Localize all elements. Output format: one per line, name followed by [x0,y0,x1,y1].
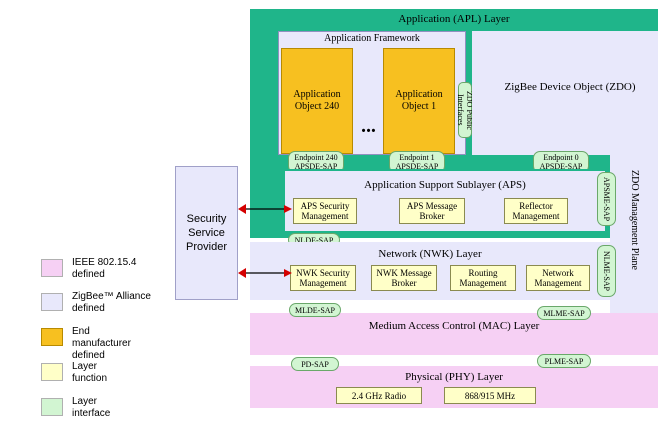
nlde-sap-label: NLDE-SAP [294,235,334,245]
radio-868-915mhz: 868/915 MHz [444,387,536,404]
plme-sap: PLME-SAP [537,354,591,368]
nwk-network-management: Network Management [526,265,590,291]
zdo-management-plane-label: ZDO Management Plane [629,170,640,270]
mlme-sap: MLME-SAP [537,306,591,320]
legend-swatch-layer-interface [41,398,63,416]
application-framework-title: Application Framework [324,33,420,44]
legend-label-end-manufacturer: End manufacturer defined [72,326,131,361]
legend-label-layer-function: Layer function [72,361,108,384]
apl-layer-title: Application (APL) Layer [398,12,510,25]
legend-label-layer-interface: Layer interface [72,396,111,419]
mlme-sap-label: MLME-SAP [543,308,585,318]
radio-2-4ghz: 2.4 GHz Radio [336,387,422,404]
mlde-sap-label: MLDE-SAP [294,305,335,315]
security-service-provider-label: Security Service Provider [186,213,227,253]
endpoint-1-label: Endpoint 1 [399,153,435,162]
pd-sap-label: PD-SAP [301,359,329,369]
nwk-title: Network (NWK) Layer [378,247,482,260]
endpoint-1-apsde-sap: APSDE-SAP [395,162,439,171]
ellipsis: • • • [361,125,376,137]
nlme-sap: NLME-SAP [597,245,616,297]
plme-sap-label: PLME-SAP [544,356,584,366]
security-arrows [238,204,292,278]
legend-label-zigbee: ZigBee™ Alliance defined [72,291,151,314]
endpoint-0-apsde-sap: APSDE-SAP [539,162,583,171]
mlde-sap: MLDE-SAP [289,303,341,317]
legend-swatch-ieee [41,259,63,277]
endpoint-1-sap: Endpoint 1 APSDE-SAP [389,151,445,173]
legend-swatch-layer-function [41,363,63,381]
legend-label-ieee: IEEE 802.15.4 defined [72,257,137,280]
apsme-sap: APSME-SAP [597,172,616,226]
aps-security-arrow [238,204,292,214]
apsme-sap-label: APSME-SAP [602,176,611,221]
nwk-message-broker: NWK Message Broker [371,265,437,291]
pd-sap: PD-SAP [291,357,339,371]
aps-title: Application Support Sublayer (APS) [364,178,526,191]
zdo-label: ZigBee Device Object (ZDO) [504,80,636,93]
endpoint-0-sap: Endpoint 0 APSDE-SAP [533,151,589,173]
endpoint-240-apsde-sap: APSDE-SAP [294,162,338,171]
aps-reflector-management: Reflector Management [504,198,568,224]
endpoint-0-label: Endpoint 0 [543,153,579,162]
legend-swatch-zigbee [41,293,63,311]
nwk-routing-management: Routing Management [450,265,516,291]
nlme-sap-label: NLME-SAP [602,250,611,291]
application-object-240: Application Object 240 [281,48,353,154]
phy-title: Physical (PHY) Layer [405,370,503,383]
mac-layer [250,313,658,355]
security-service-provider: Security Service Provider [175,166,238,300]
mac-title: Medium Access Control (MAC) Layer [368,319,540,332]
zdo-public-interfaces: ZDO Public Interfaces [456,82,474,138]
nwk-security-management: NWK Security Management [290,265,356,291]
aps-security-management: APS Security Management [293,198,357,224]
legend-swatch-end-manufacturer [41,328,63,346]
zdo-public-interfaces-label: ZDO Public Interfaces [456,90,474,130]
zdo-box [472,31,658,155]
endpoint-240-label: Endpoint 240 [294,153,338,162]
aps-message-broker: APS Message Broker [399,198,465,224]
nwk-security-arrow [238,268,292,278]
zdo-management-plane-label-wrap: ZDO Management Plane [623,160,645,280]
zdo-management-plane [610,155,658,313]
application-object-1: Application Object 1 [383,48,455,154]
